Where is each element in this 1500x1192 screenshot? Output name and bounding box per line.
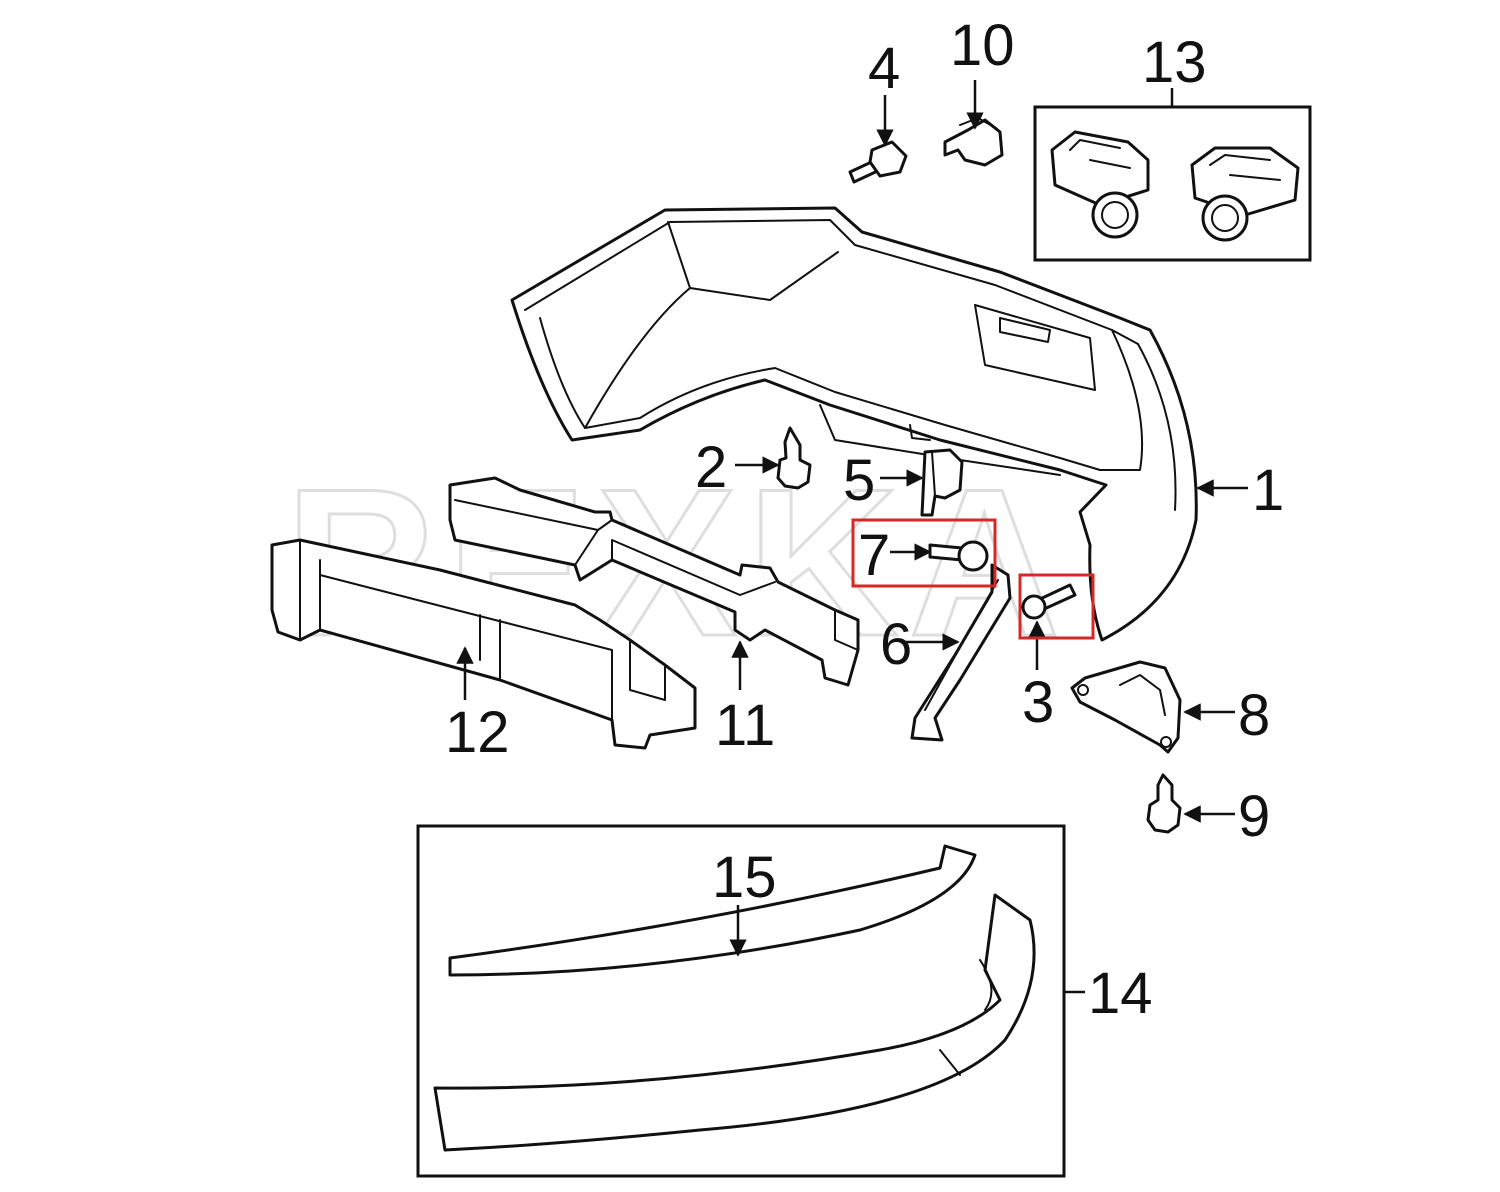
highlight-box-7 [851, 518, 997, 588]
energy-absorber-part [270, 538, 697, 750]
callout-8: 8 [1238, 683, 1270, 748]
mount-bracket-part [1070, 660, 1182, 754]
callout-1: 1 [1252, 458, 1284, 523]
callout-2: 2 [695, 435, 727, 500]
callout-11: 11 [715, 693, 775, 758]
callout-6: 6 [880, 612, 912, 677]
bolt-3-part [1021, 583, 1077, 620]
highlight-box-3 [1018, 573, 1095, 640]
clip-part [920, 448, 964, 517]
diffuser-part [416, 824, 1066, 1178]
callout-9: 9 [1238, 784, 1270, 849]
push-pin-9-part [1146, 773, 1182, 834]
reinforcement-bar-part [448, 476, 860, 687]
bolt-part [848, 140, 908, 184]
callout-14: 14 [1088, 961, 1153, 1026]
leader-lines [456, 80, 1248, 994]
callout-5: 5 [843, 448, 875, 513]
callout-13: 13 [1142, 30, 1207, 95]
callout-4: 4 [868, 36, 900, 101]
callout-10: 10 [950, 13, 1015, 78]
bracket-part [910, 563, 1012, 742]
callout-3: 3 [1022, 670, 1054, 735]
parking-sensors-part [1033, 105, 1312, 262]
screw-part [928, 540, 989, 572]
push-pin-part [776, 426, 812, 490]
socket-part [943, 117, 1004, 167]
callout-12: 12 [445, 700, 510, 765]
callout-7: 7 [858, 523, 890, 588]
callout-15: 15 [712, 845, 777, 910]
